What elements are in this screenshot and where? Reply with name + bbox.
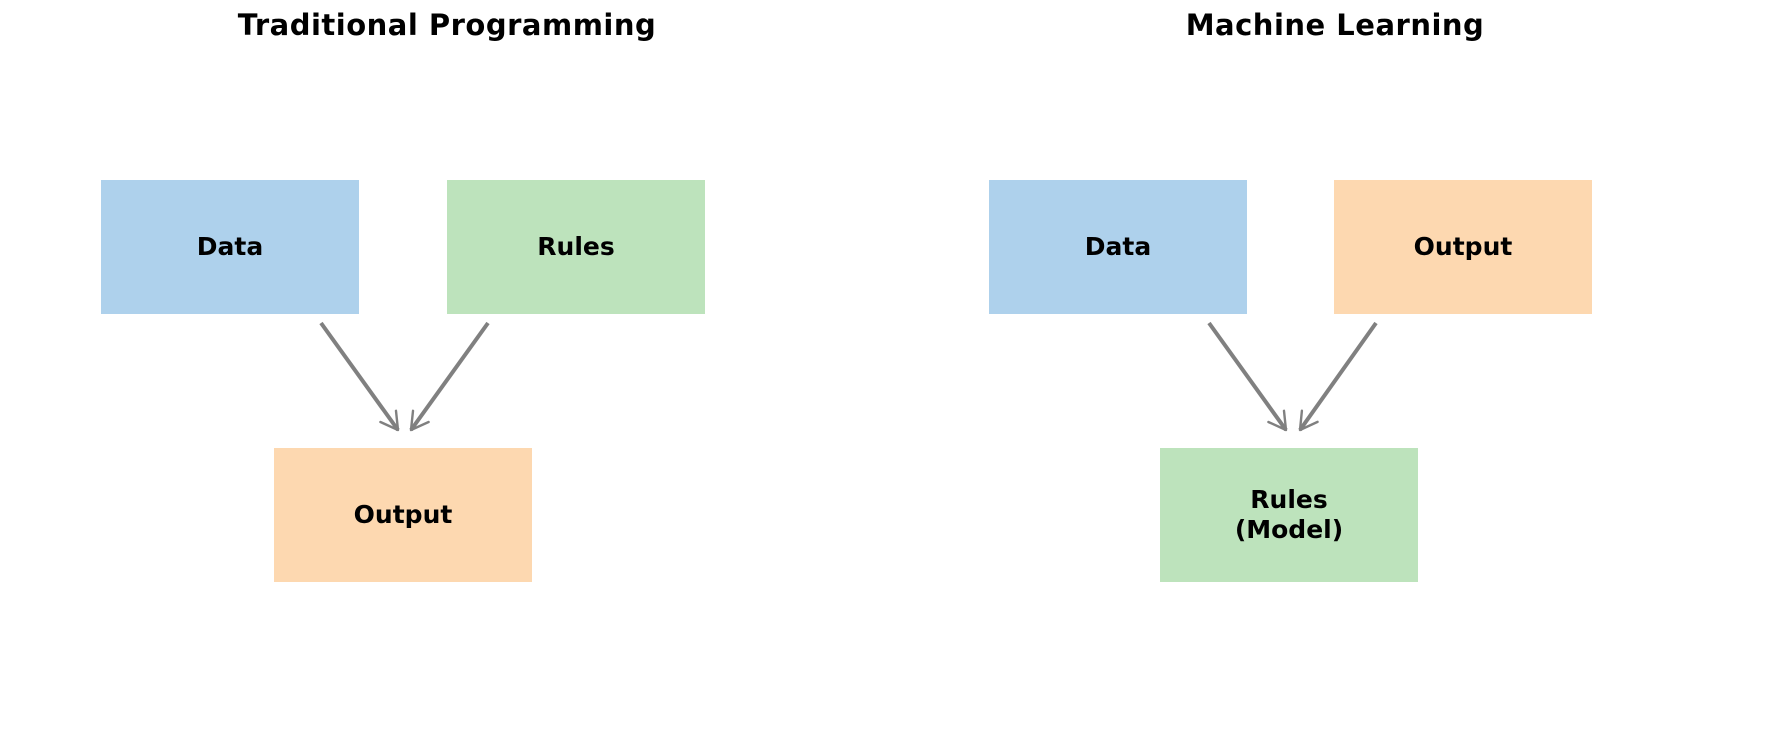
right-rules-model-box-label-line1: Rules	[1250, 484, 1328, 514]
right-arrow-data-to-rules	[1207, 321, 1288, 432]
right-arrow-output-to-rules	[1298, 321, 1378, 432]
right-output-box: Output	[1334, 180, 1592, 314]
left-output-box-label: Output	[353, 499, 453, 529]
left-panel-title: Traditional Programming	[237, 8, 657, 42]
left-rules-box-label: Rules	[537, 231, 615, 261]
right-rules-model-box: Rules (Model)	[1160, 448, 1418, 582]
left-arrow-rules-to-output	[409, 321, 490, 432]
left-data-box-label: Data	[196, 231, 264, 261]
left-data-box: Data	[101, 180, 359, 314]
right-panel-title: Machine Learning	[1185, 8, 1485, 42]
left-rules-box: Rules	[447, 180, 705, 314]
right-data-box-label: Data	[1084, 231, 1152, 261]
right-output-box-label: Output	[1413, 231, 1513, 261]
right-rules-model-box-label-line2: (Model)	[1234, 515, 1344, 544]
left-output-box: Output	[274, 448, 532, 582]
left-arrow-data-to-output	[319, 321, 400, 432]
right-data-box: Data	[989, 180, 1247, 314]
